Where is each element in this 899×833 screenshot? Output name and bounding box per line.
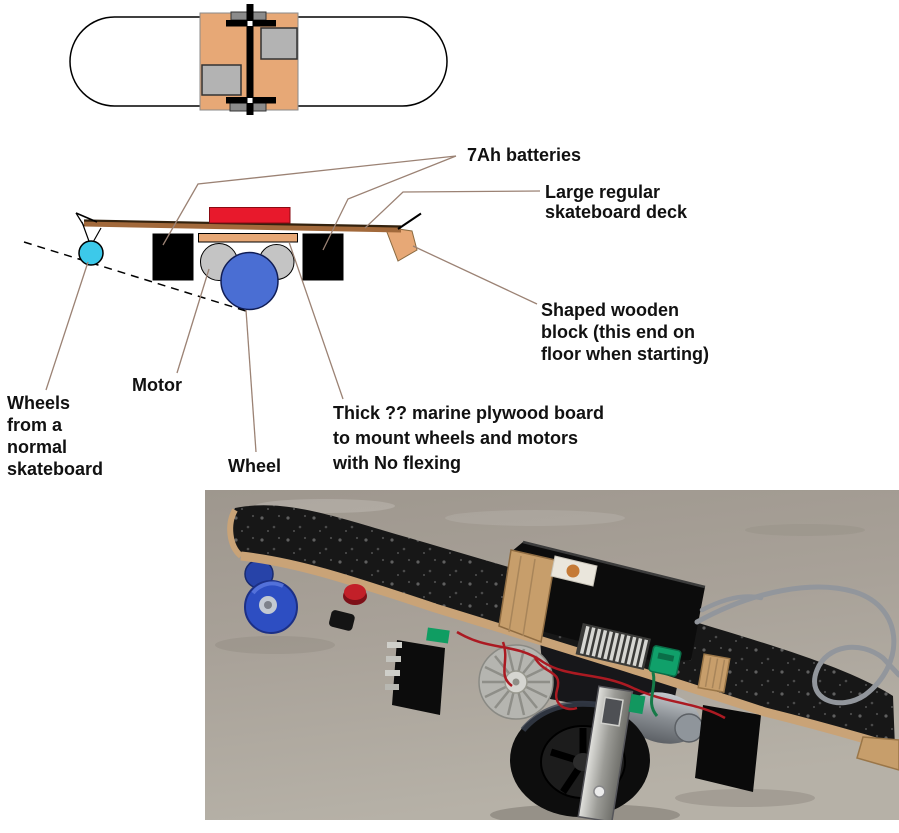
tail-wood-cap — [856, 736, 899, 771]
drive-end-cap — [674, 713, 704, 743]
plywood-board — [198, 233, 298, 243]
normal-skateboard-wheel — [78, 240, 104, 266]
deck-tail-kick — [397, 212, 422, 230]
top-view-motor-right — [260, 27, 298, 60]
green-wire — [650, 671, 659, 717]
plywood-pointer — [288, 241, 344, 400]
wood-support-block — [697, 653, 731, 694]
wood-grain — [522, 558, 536, 637]
battery-terminal — [385, 684, 399, 690]
skateboard-photo — [205, 490, 899, 820]
label-wheel: Wheel — [228, 456, 282, 476]
wheel-pointer — [245, 309, 257, 453]
label-motor: Motor — [132, 375, 182, 395]
drive-wheel — [220, 251, 279, 311]
battery-terminal — [385, 670, 400, 676]
box-edge-highlight — [522, 540, 706, 589]
photo-motor — [478, 644, 554, 720]
photo-battery-box-left — [392, 640, 445, 715]
wooden-block-pointer — [412, 245, 538, 305]
battery-left — [152, 233, 194, 281]
top-electronics-box — [498, 540, 706, 662]
red-wires — [456, 630, 726, 720]
front-truck-line-left — [81, 221, 91, 245]
red-block — [209, 207, 291, 224]
label-skateboard-deck: Large regular skateboard deck — [545, 182, 688, 222]
side-view-deck — [84, 220, 401, 233]
photo-drive-wheel — [510, 700, 650, 817]
side-view-drawing — [23, 207, 422, 312]
floor-scuffs — [215, 499, 865, 820]
wood-grain — [508, 555, 522, 633]
photo-battery-box-right — [695, 705, 761, 792]
deck-pointer — [364, 190, 541, 229]
red-power-button — [343, 584, 367, 605]
battery-right — [302, 233, 344, 281]
label-plywood-board: Thick ?? marine plywood board to mount w… — [333, 403, 605, 473]
top-view-rear-pivot — [247, 98, 253, 103]
ground-dashed-line — [23, 241, 247, 312]
green-wire-clamp — [628, 693, 646, 715]
box-wood-end-panel — [498, 549, 556, 644]
top-view-drawing — [69, 4, 448, 115]
skateboard-diagram — [23, 4, 541, 453]
label-normal-wheels: Wheels from a normal skateboard — [7, 393, 104, 479]
battery-terminal — [387, 642, 402, 648]
top-view-motor-left — [201, 64, 242, 96]
shaped-wooden-block — [384, 226, 418, 262]
gray-cable-loop — [694, 584, 899, 706]
batteries-pointer-right — [322, 155, 457, 251]
top-view-center-shaft — [246, 4, 254, 115]
deck-nose-kick — [75, 212, 98, 223]
annotation-lines — [45, 155, 541, 453]
battery-terminal — [386, 656, 401, 662]
green-terminal-block — [426, 627, 450, 644]
label-shaped-wooden-block: Shaped wooden block (this end on floor w… — [541, 300, 709, 364]
photo-front-wheel — [244, 580, 298, 634]
green-connector — [648, 645, 682, 677]
front-truck-hanger — [329, 610, 355, 631]
wheels-pointer — [45, 261, 89, 391]
motor-pointer — [176, 268, 210, 374]
batteries-pointer-left — [162, 155, 457, 246]
top-view-front-pivot — [247, 21, 253, 26]
label-graphic — [566, 564, 580, 578]
under-deck-assembly — [385, 627, 761, 820]
photo-illustration — [205, 490, 899, 820]
deck-nose-rim — [227, 508, 244, 559]
wheel-bracket — [577, 685, 634, 820]
label-7ah-batteries: 7Ah batteries — [467, 145, 582, 165]
heatsink — [575, 623, 651, 670]
